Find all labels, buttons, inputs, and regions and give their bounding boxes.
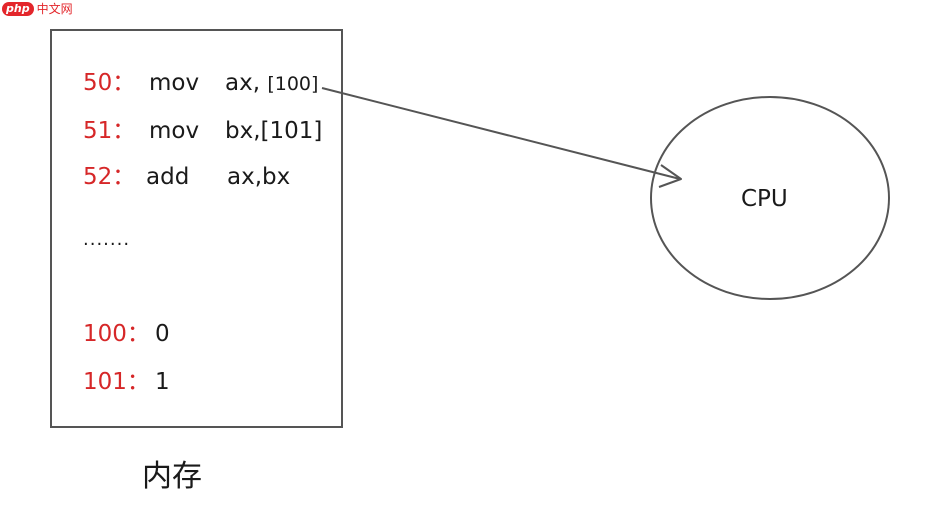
memory-label: 内存 (142, 459, 202, 494)
data-value: 1 (155, 369, 170, 395)
instruction-row-51: 51： mov bx,[101] (83, 117, 322, 145)
fetch-arrow-head (658, 164, 682, 188)
operands: ax, [100] (225, 69, 318, 98)
php-logo: php (2, 2, 34, 16)
operands: ax,bx (227, 164, 291, 190)
cpu-label: CPU (741, 186, 788, 212)
address-label: 52： (83, 164, 136, 190)
address-label: 50： (83, 70, 136, 96)
fetch-arrow-line (321, 87, 681, 180)
address-label: 51： (83, 118, 136, 144)
data-value: 0 (155, 321, 170, 347)
memory-box: 50： mov ax, [100] 51： mov bx,[101] 52： a… (50, 29, 343, 428)
operands: bx,[101] (225, 118, 323, 144)
instruction-row-50: 50： mov ax, [100] (83, 69, 318, 97)
ellipsis: ....... (83, 229, 131, 250)
data-row-101: 101： 1 (83, 368, 170, 396)
address-label: 101： (83, 369, 150, 395)
watermark: php 中文网 (2, 2, 73, 16)
opcode: mov (149, 118, 200, 144)
operand-small: [100] (267, 73, 319, 95)
data-row-100: 100： 0 (83, 320, 170, 348)
address-label: 100： (83, 321, 150, 347)
opcode: mov (149, 70, 200, 96)
cpu-circle (650, 96, 890, 300)
instruction-row-52: 52： add ax,bx (83, 163, 290, 191)
operand-main: ax, (225, 70, 268, 96)
watermark-text: 中文网 (36, 2, 73, 16)
opcode: add (146, 164, 190, 190)
